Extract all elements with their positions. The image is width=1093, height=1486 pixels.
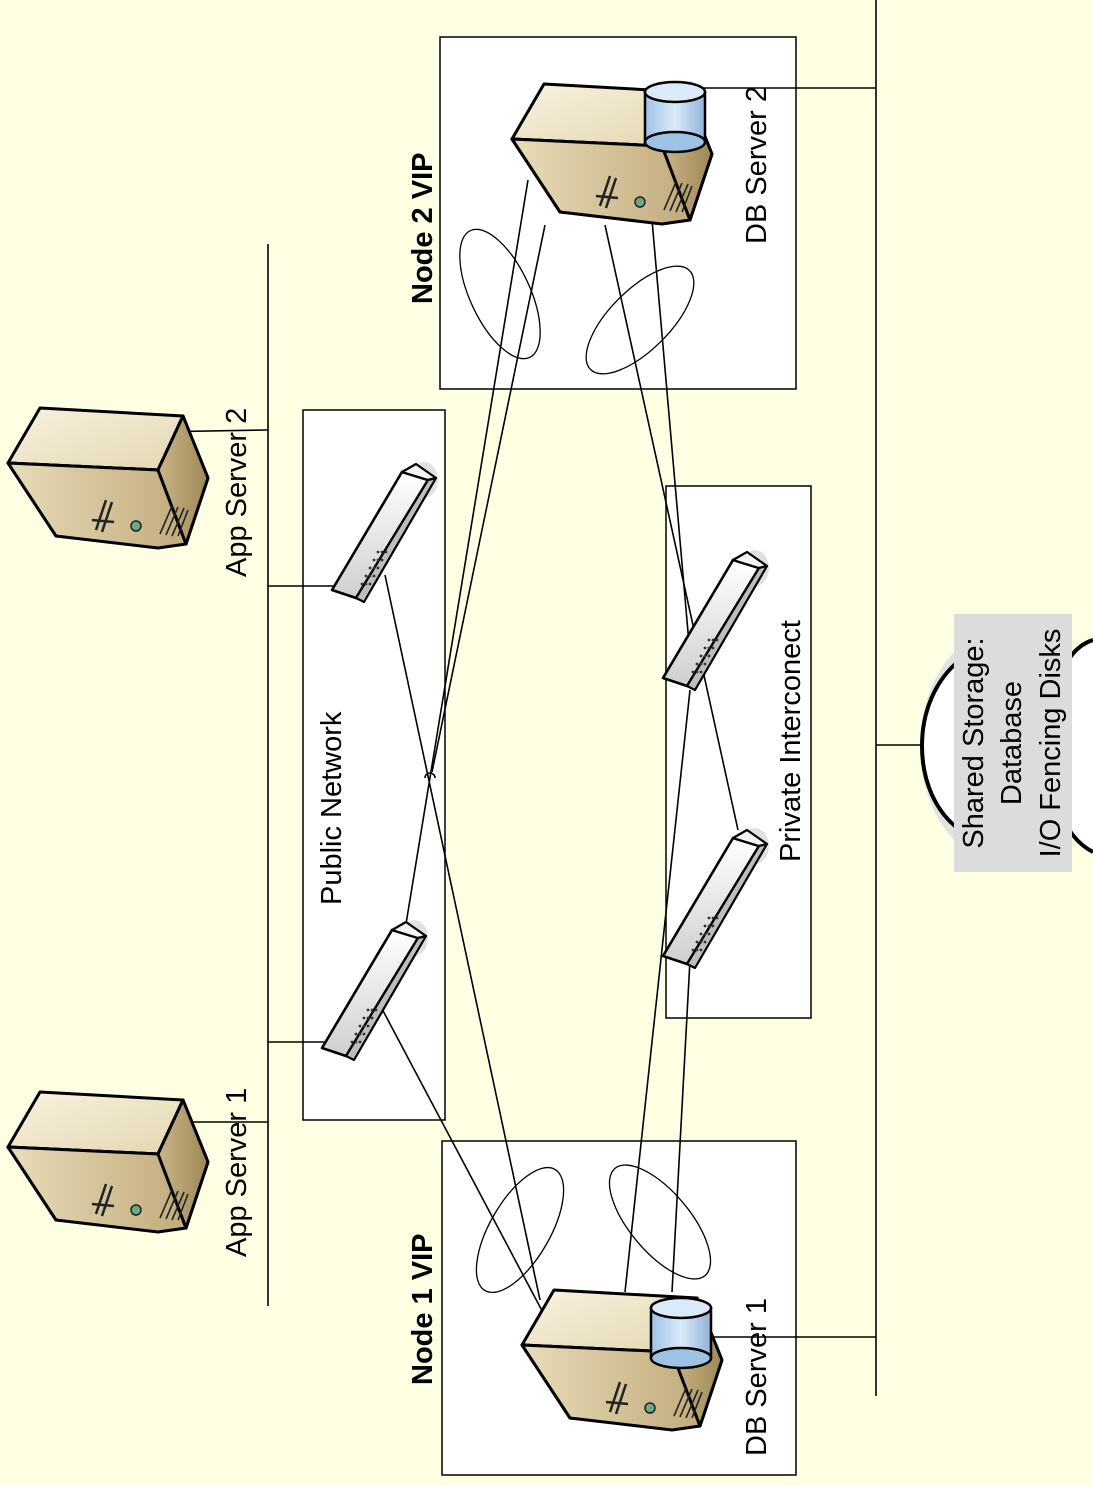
node-1-vip-label: Node 1 VIP — [407, 1234, 439, 1386]
db-server-2-disk-icon — [643, 80, 707, 154]
db-server-1-disk-icon — [649, 1296, 713, 1370]
db2-to-private-switch-2 — [651, 219, 691, 656]
db1-to-private-switch-1 — [671, 959, 691, 1293]
db2-to-public-switch-1b — [431, 224, 546, 773]
public-network-label: Public Network — [316, 711, 348, 905]
app-server-2-label: App Server 2 — [221, 408, 253, 577]
shared-storage-icon — [919, 614, 1093, 872]
shared-storage-label-line-3: I/O Fencing Disks — [1035, 629, 1067, 858]
node-2-private-bond-ring — [585, 265, 695, 375]
shared-storage-label-line-2: Database — [996, 681, 1028, 805]
node-1-public-bond-ring — [475, 1166, 565, 1294]
node-2-vip-label: Node 2 VIP — [407, 153, 439, 305]
app-server-1-icon — [6, 1090, 210, 1234]
private-interconnect-label: Private Interconect — [775, 620, 807, 862]
db2-to-public-switch-1 — [404, 179, 529, 931]
node-2-public-bond-ring — [459, 228, 541, 360]
line-hop — [424, 772, 436, 779]
db1-to-private-switch-2 — [624, 689, 691, 1293]
shared-storage-label-line-1: Shared Storage: — [958, 637, 990, 848]
db1-to-public-switch-2 — [384, 574, 541, 1301]
db2-to-private-switch-1 — [604, 224, 739, 831]
db-server-2-label: DB Server 2 — [741, 86, 773, 244]
node-1-private-bond-ring — [608, 1164, 712, 1280]
app-server-2-icon — [6, 406, 210, 550]
db1-to-public-switch-1 — [371, 989, 549, 1323]
app-server-1-label: App Server 1 — [221, 1088, 253, 1257]
db-server-1-label: DB Server 1 — [741, 1298, 773, 1456]
